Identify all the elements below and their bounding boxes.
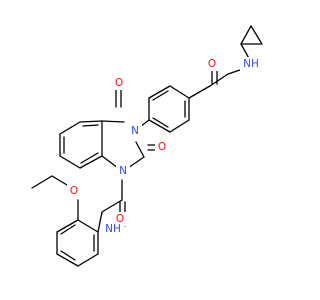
ethoxyphenyl-ring [31, 175, 99, 267]
molecule-diagram: O NH O N O N O O NH [31, 25, 263, 267]
atom-labels: O NH O N O N O O NH [70, 58, 259, 235]
cyclopropyl-ring [240, 25, 263, 45]
quinazolinedione-core [59, 87, 159, 169]
atom-label-nitrogen: N [119, 165, 127, 177]
atom-label-oxygen: O [70, 185, 78, 197]
atom-label-nh: NH [105, 223, 121, 235]
phenylene-ring [148, 85, 190, 133]
atom-label-oxygen: O [158, 141, 166, 153]
atom-label-backgrounds [67, 57, 262, 236]
atom-label-oxygen: O [116, 213, 124, 225]
atom-label-nh: NH [243, 58, 259, 70]
atom-label-nitrogen: N [131, 125, 139, 137]
atom-label-oxygen: O [208, 58, 216, 70]
atom-label-oxygen: O [115, 77, 123, 89]
